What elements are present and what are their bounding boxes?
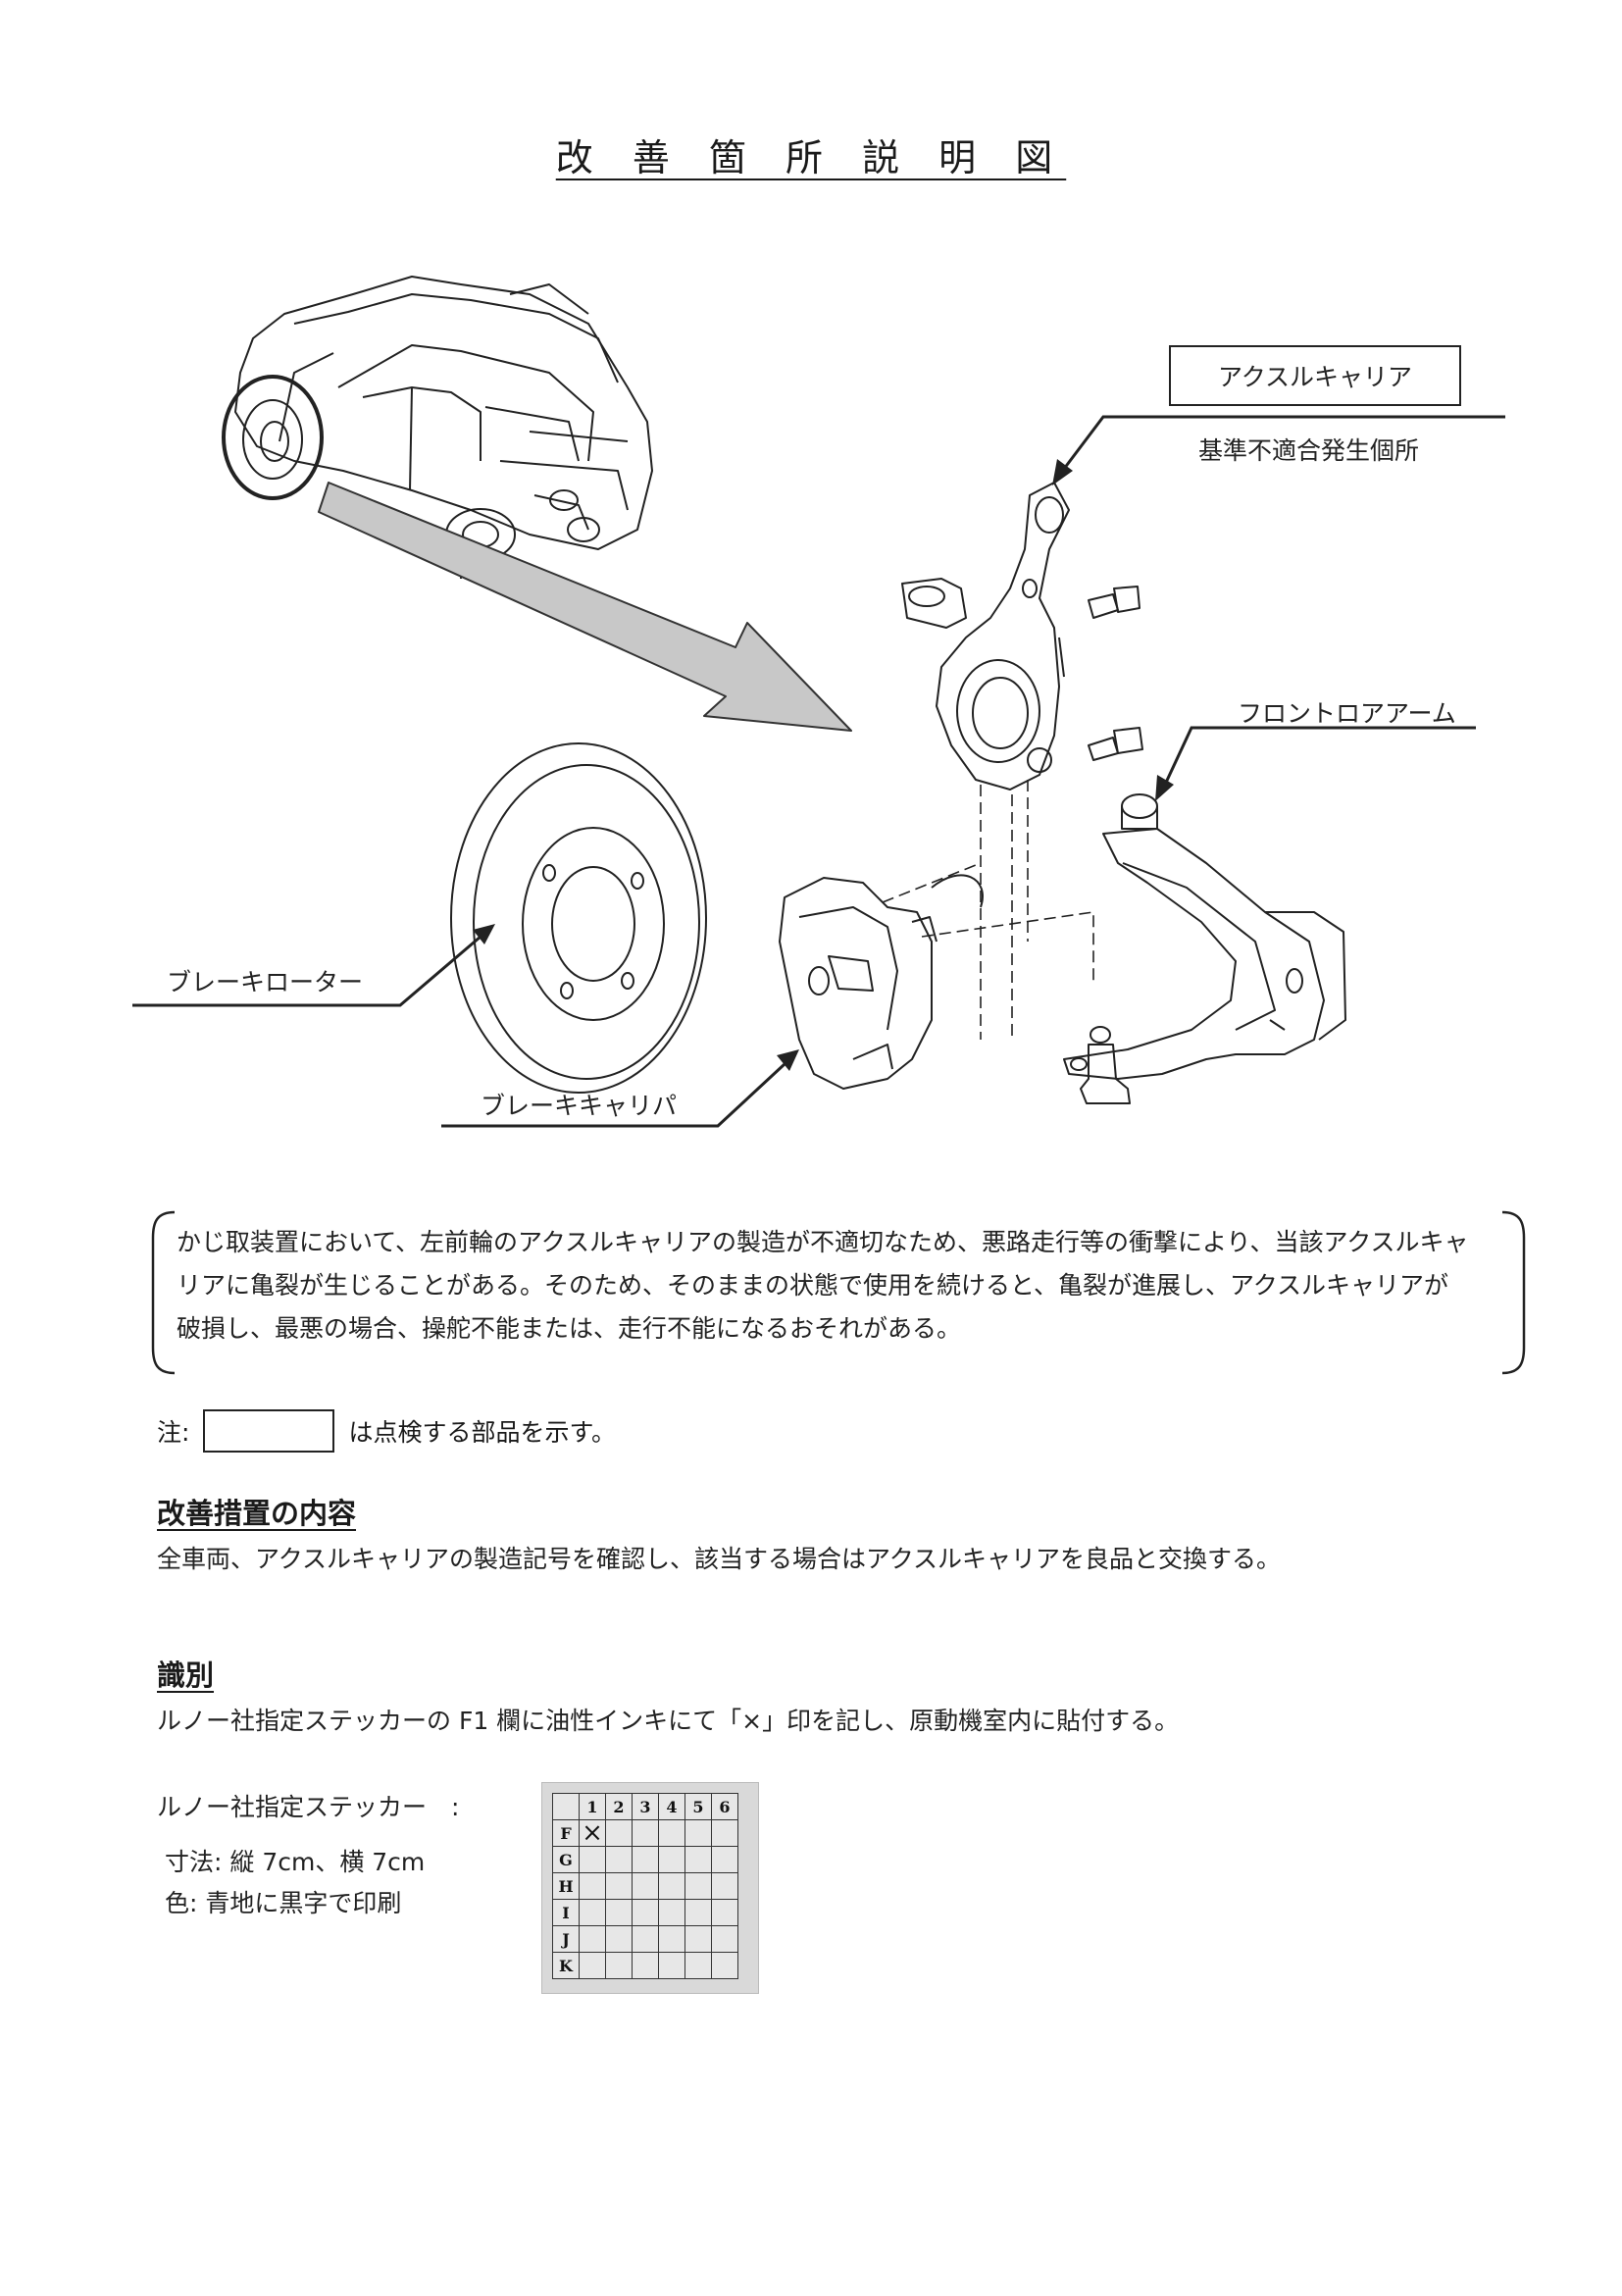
axle-carrier-label: アクスルキャリア — [1217, 363, 1412, 391]
grid-col-header: 6 — [711, 1793, 738, 1820]
grid-row-header: J — [552, 1925, 580, 1953]
note-line: 注: は点検する部品を示す。 — [157, 1409, 616, 1453]
front-lower-arm-illustration — [1063, 793, 1346, 1104]
nonconforming-location-label: 基準不適合発生個所 — [1198, 436, 1420, 465]
grid-col-header: 4 — [658, 1793, 685, 1820]
sticker-label: ルノー社指定ステッカー : — [157, 1793, 460, 1821]
axle-carrier-illustration — [901, 482, 1143, 791]
brake-caliper-illustration — [779, 874, 984, 1090]
defect-description: かじ取装置において、左前輪のアクスルキャリアの製造が不適切なため、悪路走行等の衝… — [177, 1228, 1469, 1343]
grid-row-header: H — [552, 1872, 580, 1900]
identification-heading: 識別 — [157, 1658, 215, 1692]
wheel-highlight-circle — [222, 375, 324, 500]
axle-carrier-label-box: アクスルキャリア — [1169, 345, 1461, 406]
grid-col-header: 1 — [579, 1793, 606, 1820]
grid-mark-f1: × — [579, 1819, 606, 1847]
identification-text: ルノー社指定ステッカーの F1 欄に油性インキにて「×」印を記し、原動機室内に貼… — [157, 1707, 1180, 1735]
inspected-part-box — [203, 1409, 335, 1453]
note-prefix: 注: — [157, 1418, 190, 1447]
remedy-heading: 改善措置の内容 — [157, 1497, 357, 1530]
sticker-grid: 1 2 3 4 5 6 F × G H I J K — [552, 1793, 738, 1979]
grid-row-header: K — [552, 1952, 580, 1979]
grid-row-header: I — [552, 1899, 580, 1926]
sticker-spec: ルノー社指定ステッカー : 寸法: 縦 7cm、横 7cm 色: 青地に黒字で印… — [157, 1787, 459, 1924]
sticker-size: 寸法: 縦 7cm、横 7cm — [165, 1848, 426, 1876]
brake-caliper-label: ブレーキキャリパ — [481, 1092, 678, 1120]
brake-rotor-illustration — [450, 742, 707, 1094]
grid-col-header: 3 — [632, 1793, 659, 1820]
note-suffix: は点検する部品を示す。 — [348, 1418, 616, 1447]
description-bracket — [151, 1210, 1526, 1375]
grid-col-header: 5 — [684, 1793, 712, 1820]
exploded-diagram — [132, 276, 1505, 1128]
grid-corner — [552, 1793, 580, 1820]
car-illustration — [234, 276, 653, 579]
front-lower-arm-label: フロントロアアーム — [1238, 699, 1456, 728]
sticker-color: 色: 青地に黒字で印刷 — [165, 1889, 402, 1917]
remedy-text: 全車両、アクスルキャリアの製造記号を確認し、該当する場合はアクスルキャリアを良品… — [157, 1545, 1282, 1573]
grid-col-header: 2 — [605, 1793, 633, 1820]
renault-sticker: 1 2 3 4 5 6 F × G H I J K — [541, 1782, 759, 1994]
brake-rotor-label: ブレーキローター — [167, 968, 364, 996]
page-title: 改 善 箇 所 説 明 図 — [555, 136, 1067, 179]
pointer-arrow — [318, 482, 852, 732]
grid-row-header: F — [552, 1819, 580, 1847]
grid-row-header: G — [552, 1846, 580, 1873]
